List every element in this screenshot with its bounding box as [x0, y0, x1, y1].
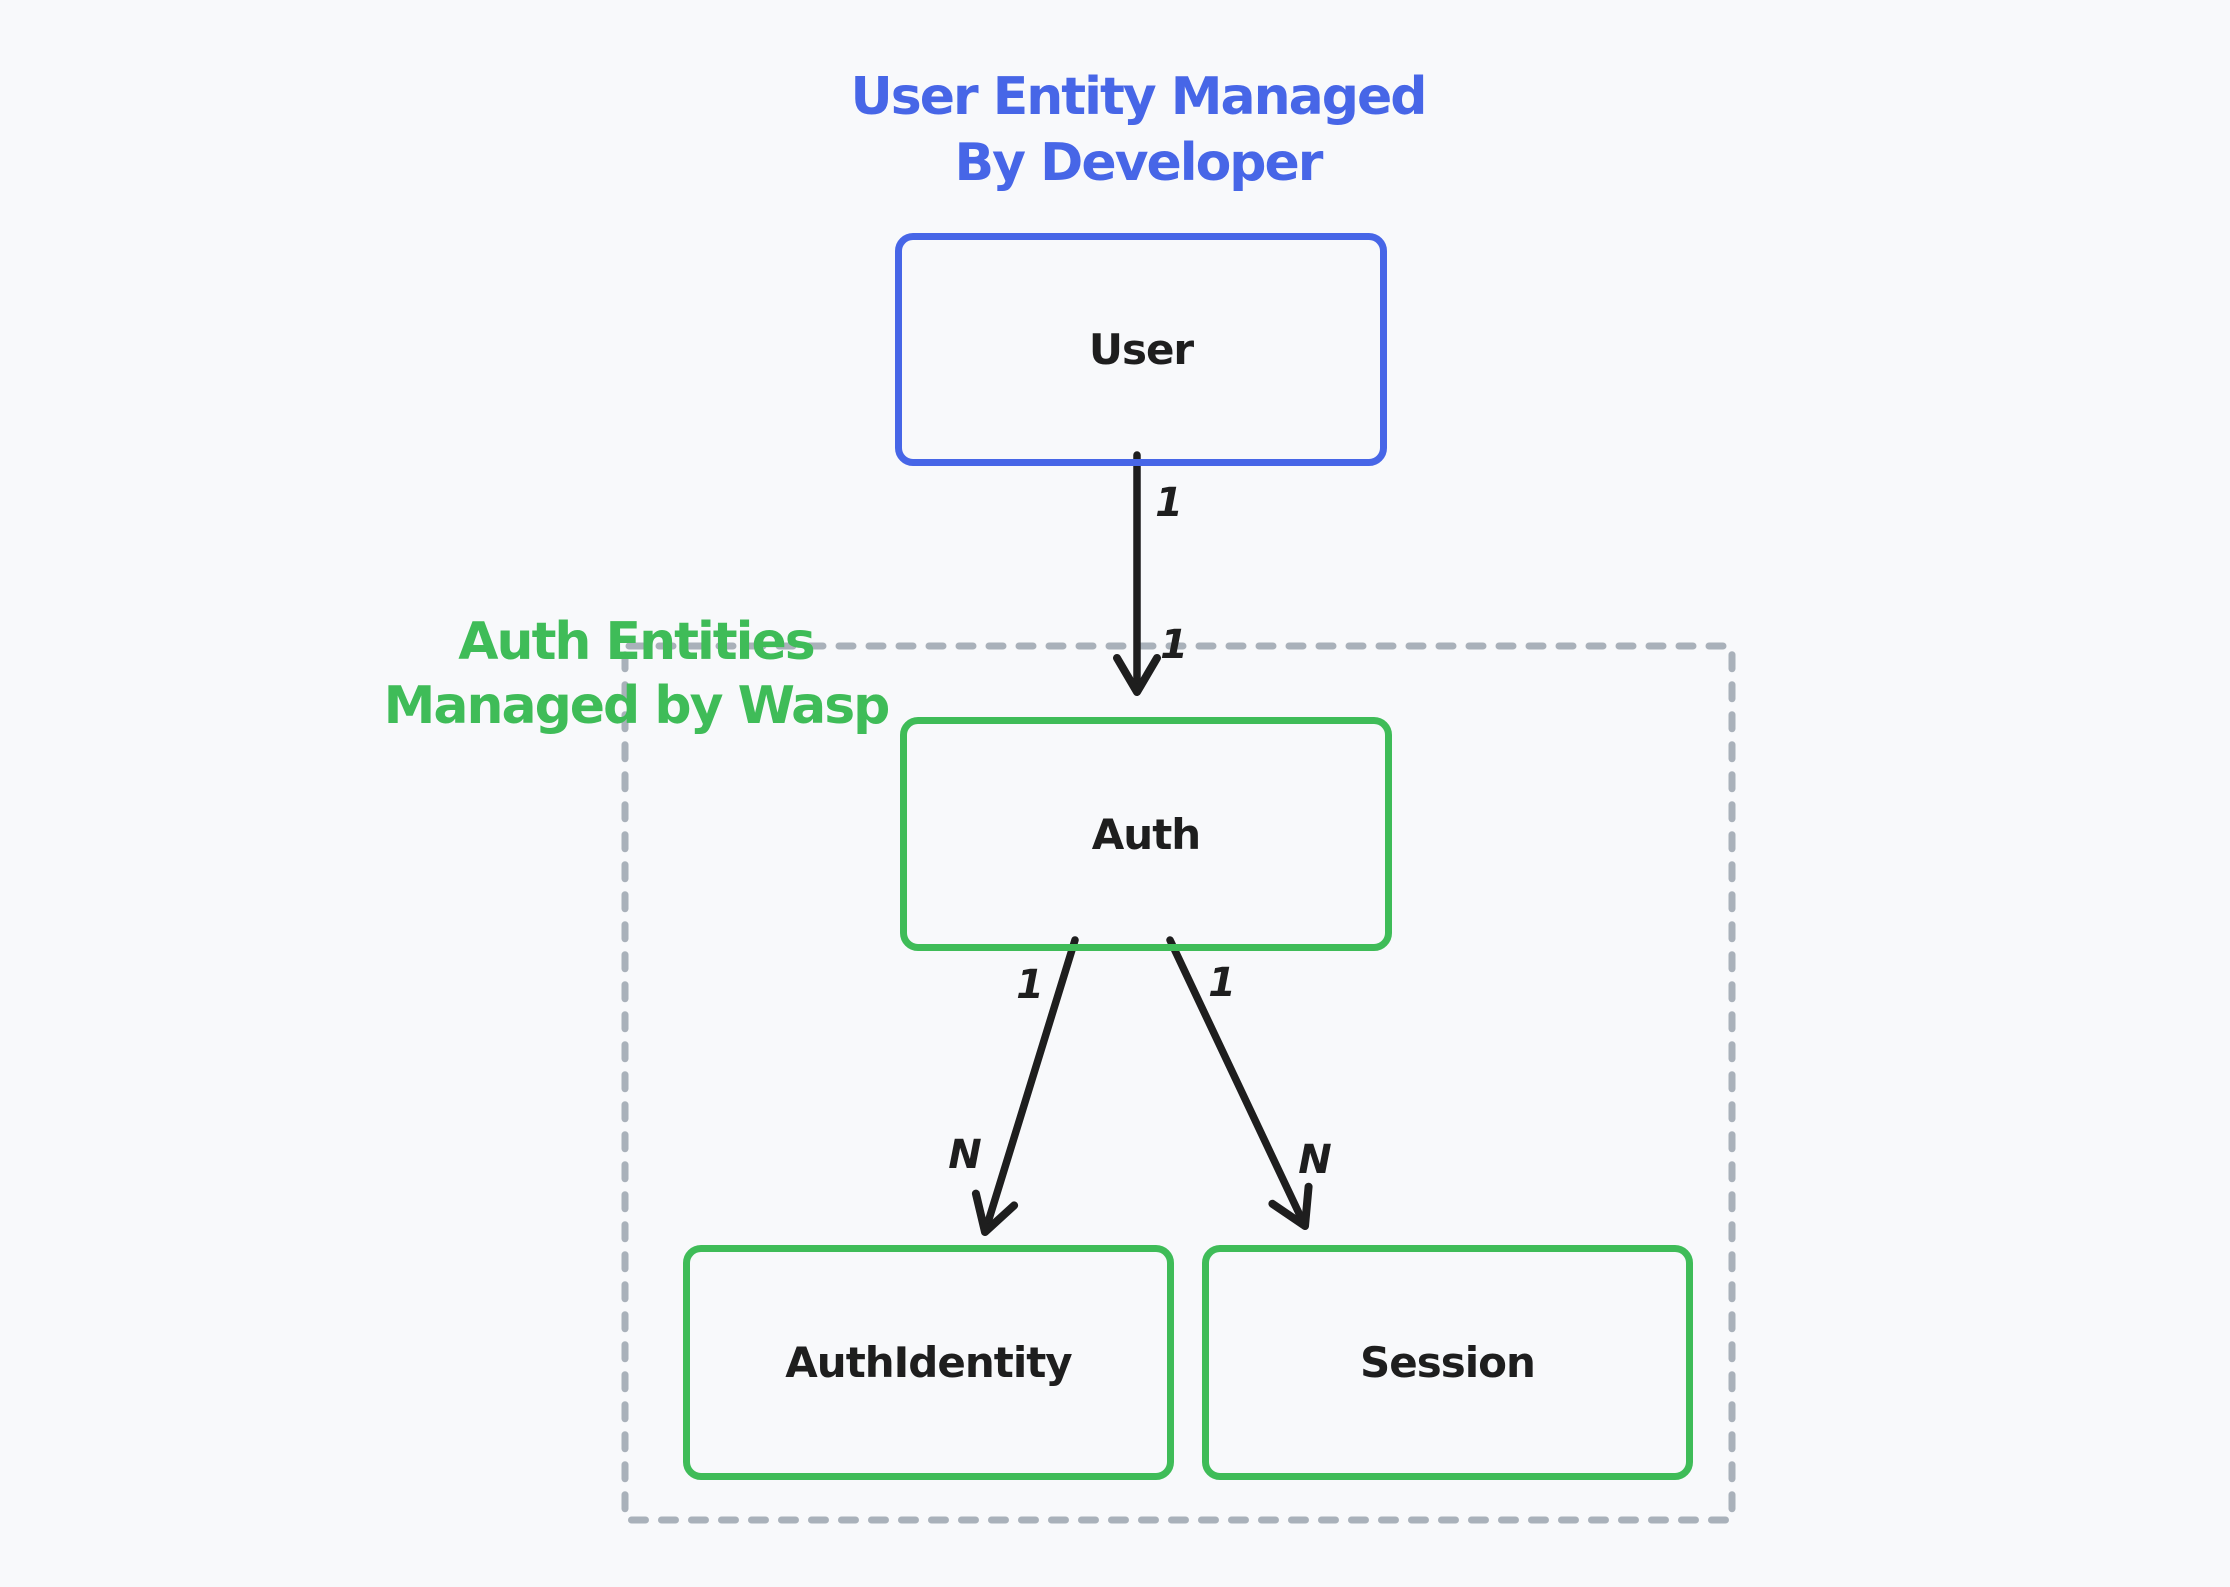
cardinality-user-auth-source: 1	[1155, 480, 1183, 526]
caption-line: By Developer	[954, 133, 1324, 193]
auth-boundary-dashed-box	[621, 642, 1736, 1524]
entity-label-authidentity: AuthIdentity	[785, 1338, 1072, 1387]
entity-label-session: Session	[1360, 1338, 1536, 1387]
caption-line: User Entity Managed	[850, 67, 1428, 127]
entity-box-user: User	[895, 233, 1387, 466]
auth-entities-caption: Auth Entities Managed by Wasp	[383, 610, 891, 738]
entity-box-session: Session	[1202, 1245, 1693, 1480]
user-entity-caption: User Entity Managed By Developer	[850, 64, 1428, 196]
cardinality-auth-authidentity-source: 1	[1016, 962, 1044, 1008]
entity-box-auth: Auth	[900, 717, 1392, 951]
caption-line: Managed by Wasp	[383, 676, 891, 736]
edge-auth-authidentity-arrow	[971, 936, 1079, 1236]
entity-box-authidentity: AuthIdentity	[683, 1245, 1174, 1480]
cardinality-user-auth-target: 1	[1160, 622, 1188, 668]
edge-auth-session-arrow	[1166, 936, 1313, 1230]
cardinality-auth-session-source: 1	[1208, 960, 1236, 1006]
caption-line: Auth Entities	[458, 612, 815, 672]
entity-label-user: User	[1088, 325, 1194, 374]
entity-label-auth: Auth	[1091, 809, 1201, 859]
cardinality-auth-authidentity-target: N	[948, 1132, 982, 1178]
cardinality-auth-session-target: N	[1298, 1137, 1332, 1183]
